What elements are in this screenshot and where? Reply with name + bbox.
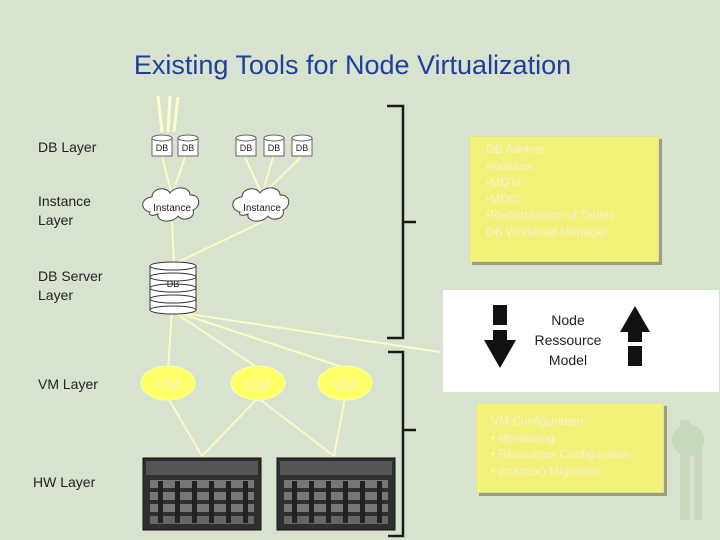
vm-layer-label: VM Layer (38, 376, 98, 392)
db-tools-item: •MQTs (486, 175, 522, 190)
db-cylinder: DB (263, 134, 285, 157)
vm-tools-item: • Resources Configuration (491, 447, 631, 462)
instance-cloud-label: Instance (153, 203, 191, 214)
vm-tools-heading: VM Configuration (491, 414, 584, 428)
db-tools-bracket (387, 104, 405, 340)
background-decoration (672, 420, 704, 520)
db-tools-item: •Indexes (486, 158, 533, 173)
hw-layer-label: HW Layer (33, 474, 96, 490)
db-tools-item: •MDC (486, 191, 518, 206)
node-resource-model-line: Ressource (534, 332, 602, 348)
connector-lines (161, 156, 441, 457)
db-server-stack: DB (149, 261, 197, 315)
db-cylinders: DB DB DB DB DB (151, 134, 313, 157)
db-tools-item: •Redistribution of Tables (486, 208, 615, 223)
vm-oval: VM (140, 365, 196, 401)
instance-layer-label-line2: Layer (38, 212, 74, 228)
db-cylinder-label: DB (182, 143, 195, 153)
hw-server (276, 457, 396, 531)
vm-oval-label: VM (246, 377, 270, 394)
db-server-layer-label: DB Server Layer (38, 267, 103, 305)
vm-oval-label: VM (333, 377, 357, 394)
vm-ovals: VM VM VM (140, 365, 373, 401)
db-cylinder-label: DB (156, 143, 169, 153)
vm-oval-label: VM (156, 377, 180, 394)
instance-cloud: Instance (142, 187, 200, 222)
vm-tools-item: • Monitoring (491, 430, 555, 445)
db-cylinder: DB (235, 134, 257, 157)
db-tools-item: DB Workload Manager (486, 224, 608, 239)
vm-tools-box: VM Configuration • Monitoring • Resource… (476, 403, 664, 493)
db-tools-item: DB Advisor (486, 142, 546, 156)
db-server-label: DB (167, 279, 180, 289)
instance-cloud-label: Instance (243, 203, 281, 214)
db-cylinder: DB (177, 134, 199, 157)
instance-cloud: Instance (232, 187, 290, 222)
db-layer-label: DB Layer (38, 139, 97, 155)
instance-layer-label: Instance Layer (38, 192, 91, 230)
slide-title: Existing Tools for Node Virtualization (133, 50, 572, 80)
db-cylinder-label: DB (268, 143, 281, 153)
db-server-layer-label-line1: DB Server (38, 268, 103, 284)
vm-tools-bracket (388, 350, 405, 538)
node-resource-model-line: Model (548, 352, 588, 368)
hw-server (142, 457, 262, 531)
instance-layer-label-line1: Instance (38, 193, 91, 209)
db-cylinder: DB (291, 134, 313, 157)
vm-oval: VM (230, 365, 286, 401)
instance-clouds: Instance Instance (142, 187, 290, 222)
vm-tools-item: • (manual) Migration (491, 463, 599, 478)
node-resource-model-line: Node (551, 312, 585, 328)
db-cylinder-label: DB (240, 143, 253, 153)
node-resource-model-label: Node Ressource Model (510, 310, 626, 370)
vm-oval: VM (317, 365, 373, 401)
db-tools-box: DB Advisor •Indexes •MQTs •MDC •Redistri… (469, 136, 659, 262)
incoming-arrows (156, 95, 180, 133)
db-server-layer-label-line2: Layer (38, 287, 74, 303)
db-cylinder: DB (151, 134, 173, 157)
db-cylinder-label: DB (296, 143, 309, 153)
